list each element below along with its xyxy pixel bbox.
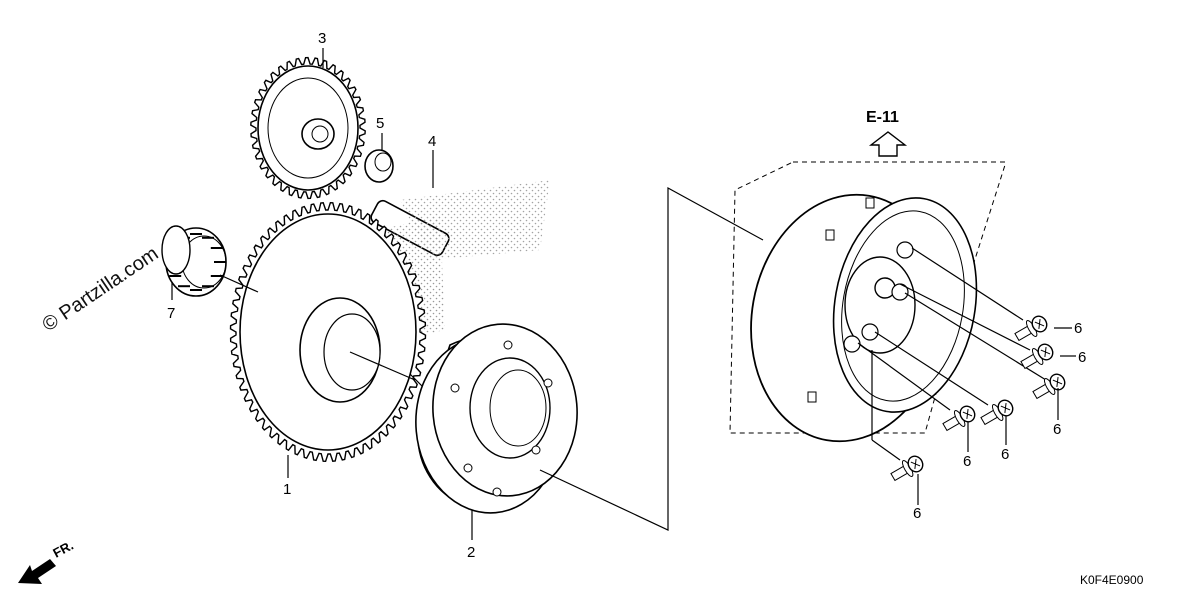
callout-3: 3 xyxy=(318,30,326,47)
callout-6-e: 6 xyxy=(963,453,971,470)
callout-1: 1 xyxy=(283,481,291,498)
part-6-bolt-6[interactable] xyxy=(888,453,926,485)
callout-6-a: 6 xyxy=(1074,320,1082,337)
callout-6-b: 6 xyxy=(1078,349,1086,366)
reference-arrow-icon xyxy=(868,131,908,157)
reference-label: E-11 xyxy=(866,109,899,126)
part-6-bolt-1[interactable] xyxy=(1012,313,1050,345)
part-6-bolt-2[interactable] xyxy=(1018,341,1056,373)
flywheel-rotor[interactable] xyxy=(732,179,993,457)
part-6-bolt-4[interactable] xyxy=(978,397,1016,429)
diagram-code: K0F4E0900 xyxy=(1080,573,1144,587)
callout-2: 2 xyxy=(467,544,475,561)
watermark: © Partzilla.com xyxy=(38,243,162,337)
callout-4: 4 xyxy=(428,133,436,150)
part-5-collar[interactable] xyxy=(364,149,394,183)
part-1-gear[interactable] xyxy=(229,201,446,463)
front-arrow-icon xyxy=(18,559,56,584)
front-direction-marker: FR. xyxy=(18,538,76,584)
part-2-starter-clutch[interactable] xyxy=(409,318,585,519)
callout-6-f: 6 xyxy=(913,505,921,522)
callout-5: 5 xyxy=(376,115,384,132)
callout-7: 7 xyxy=(167,305,175,322)
part-6-bolt-5[interactable] xyxy=(940,403,978,435)
front-label: FR. xyxy=(50,538,76,561)
callout-6-d: 6 xyxy=(1001,446,1009,463)
part-6-bolt-3[interactable] xyxy=(1030,371,1068,403)
part-3-gear[interactable] xyxy=(250,56,366,200)
callout-6-c: 6 xyxy=(1053,421,1061,438)
